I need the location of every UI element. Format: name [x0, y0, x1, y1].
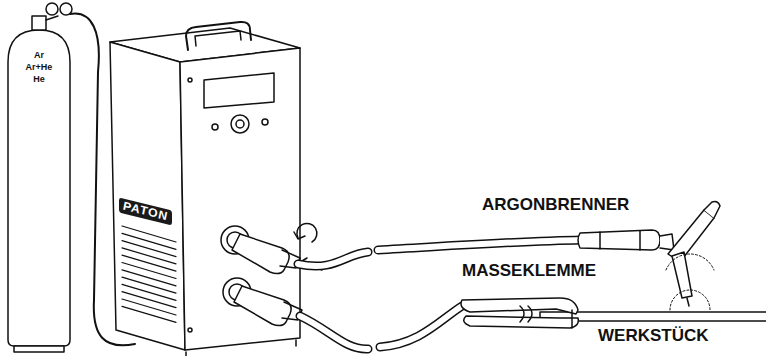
- tig-torch: [668, 210, 714, 262]
- welding-machine: [122, 263, 176, 279]
- welding-machine: [188, 78, 192, 82]
- torch-cable: [298, 252, 368, 266]
- welding-machine: [122, 226, 176, 242]
- gas-cylinder: [46, 3, 58, 15]
- tig-torch: [687, 298, 689, 306]
- welding-machine: [236, 120, 244, 128]
- gas-cylinder: [46, 16, 58, 20]
- welding-machine: [186, 340, 296, 356]
- gas-cylinder: [8, 30, 70, 346]
- tig-torch: [578, 230, 660, 250]
- part-label: WERKSTÜCK: [598, 327, 709, 346]
- cable-plugs: [232, 234, 302, 326]
- cable-plugs: [234, 286, 291, 326]
- welding-machine: [122, 306, 176, 322]
- welding-machine: [180, 48, 300, 350]
- welding-machine: [122, 226, 176, 322]
- connect-arrows: [297, 223, 317, 242]
- gas-cylinder: [14, 346, 64, 352]
- torch-cable: [378, 240, 582, 250]
- gas-cylinder: [32, 16, 46, 30]
- welding-machine: [122, 270, 176, 286]
- ground-cable: [300, 316, 368, 349]
- ground-clamp: [571, 310, 573, 328]
- welding-machine: [110, 42, 185, 350]
- gas-name: He: [33, 75, 45, 85]
- welding-machine: [122, 255, 176, 271]
- ground-cable: [300, 306, 462, 349]
- welding-machine: [188, 328, 192, 332]
- part-label: ARGONBRENNER: [482, 196, 629, 215]
- gas-cylinder: [8, 3, 72, 352]
- ground-clamp: [461, 298, 578, 328]
- welding-machine: [212, 124, 218, 130]
- ground-cable: [300, 316, 368, 349]
- welding-machine: [262, 119, 268, 125]
- torch-cable: [298, 252, 368, 266]
- cable-plugs: [232, 234, 289, 274]
- ground-cable: [380, 306, 462, 347]
- welding-machine: [204, 73, 274, 108]
- welding-machine: [186, 22, 251, 50]
- ground-cable: [380, 306, 462, 347]
- welding-machine: [122, 299, 176, 315]
- welding-machine: [122, 292, 176, 308]
- ground-clamp: [464, 316, 579, 328]
- tig-torch: [670, 290, 710, 310]
- tig-torch: [578, 202, 720, 311]
- torch-cable: [378, 240, 582, 250]
- gas-name: Ar: [34, 51, 44, 61]
- welding-machine: [231, 115, 249, 133]
- welding-machine: [122, 241, 176, 257]
- gas-name: Ar+He: [26, 63, 53, 73]
- welding-machine: [110, 22, 300, 356]
- tig-torch: [666, 254, 714, 270]
- tig-torch: [600, 231, 640, 250]
- welding-machine: [122, 284, 176, 300]
- tig-torch: [660, 234, 674, 250]
- welding-machine: [122, 248, 176, 264]
- part-label: MASSEKLEMME: [462, 262, 596, 281]
- welding-machine: [122, 233, 176, 249]
- connect-arrows: [294, 232, 305, 239]
- tig-torch: [704, 202, 720, 219]
- ground-clamp: [520, 306, 532, 322]
- welding-machine: [195, 31, 241, 46]
- welding-machine: [122, 277, 176, 293]
